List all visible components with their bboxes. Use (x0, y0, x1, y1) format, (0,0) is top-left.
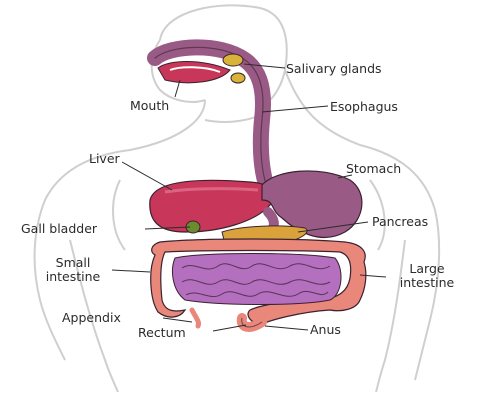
label-esophagus: Esophagus (330, 100, 398, 114)
label-stomach: Stomach (346, 162, 401, 176)
label-salivary-glands: Salivary glands (286, 62, 382, 76)
appendix-shape (192, 310, 199, 326)
label-liver: Liver (89, 152, 120, 166)
label-large-intestine: Large intestine (382, 262, 472, 290)
label-small-intestine-line1: Small (30, 256, 116, 270)
label-rectum: Rectum (138, 326, 186, 340)
salivary-gland-2 (231, 73, 245, 83)
small-intestine-shape (172, 254, 341, 305)
label-mouth: Mouth (130, 99, 169, 113)
label-pancreas: Pancreas (372, 215, 428, 229)
label-gall-bladder: Gall bladder (21, 222, 97, 236)
label-anus: Anus (310, 323, 341, 337)
salivary-gland-1 (223, 54, 243, 66)
label-large-intestine-line2: intestine (382, 276, 472, 290)
label-appendix: Appendix (62, 311, 121, 325)
label-small-intestine-line2: intestine (30, 270, 116, 284)
label-small-intestine: Small intestine (30, 256, 116, 284)
label-large-intestine-line1: Large (382, 262, 472, 276)
